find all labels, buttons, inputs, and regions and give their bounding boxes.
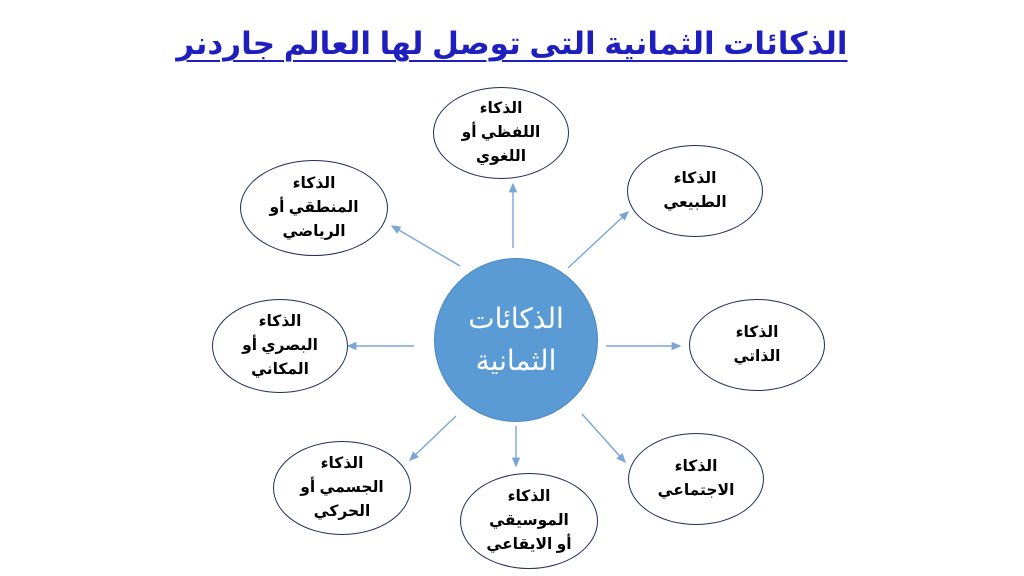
node-linguistic-label: الذكاء اللفظي أو اللغوي bbox=[461, 100, 541, 165]
node-logical: الذكاء المنطقي أو الرياضي bbox=[240, 160, 388, 256]
node-intrapersonal: الذكاء الذاتي bbox=[689, 299, 825, 391]
node-musical-label: الذكاء الموسيقي أو الايقاعي bbox=[486, 488, 572, 553]
node-logical-label: الذكاء المنطقي أو الرياضي bbox=[269, 175, 359, 240]
arrow-to-bodily bbox=[408, 415, 457, 461]
node-interpersonal: الذكاء الاجتماعي bbox=[628, 433, 764, 525]
node-interpersonal-label: الذكاء الاجتماعي bbox=[657, 458, 735, 499]
arrow-to-logical bbox=[390, 225, 461, 267]
center-node-label: الذكائات الثمانية bbox=[468, 303, 564, 376]
arrow-to-naturalistic bbox=[567, 211, 630, 269]
node-naturalistic-label: الذكاء الطبيعي bbox=[663, 170, 727, 211]
arrow-to-interpersonal bbox=[581, 413, 626, 464]
center-node: الذكائات الثمانية bbox=[434, 258, 598, 422]
page-title: الذكائات الثمانية التى توصل لها العالم ج… bbox=[176, 26, 848, 61]
node-bodily: الذكاء الجسمي أو الحركي bbox=[273, 441, 411, 535]
node-linguistic: الذكاء اللفظي أو اللغوي bbox=[433, 87, 569, 179]
node-spatial-label: الذكاء البصري أو المكاني bbox=[242, 313, 318, 378]
node-musical: الذكاء الموسيقي أو الايقاعي bbox=[460, 473, 598, 569]
node-intrapersonal-label: الذكاء الذاتي bbox=[733, 324, 781, 365]
node-spatial: الذكاء البصري أو المكاني bbox=[212, 299, 348, 393]
node-bodily-label: الذكاء الجسمي أو الحركي bbox=[300, 455, 384, 520]
node-naturalistic: الذكاء الطبيعي bbox=[627, 145, 763, 237]
